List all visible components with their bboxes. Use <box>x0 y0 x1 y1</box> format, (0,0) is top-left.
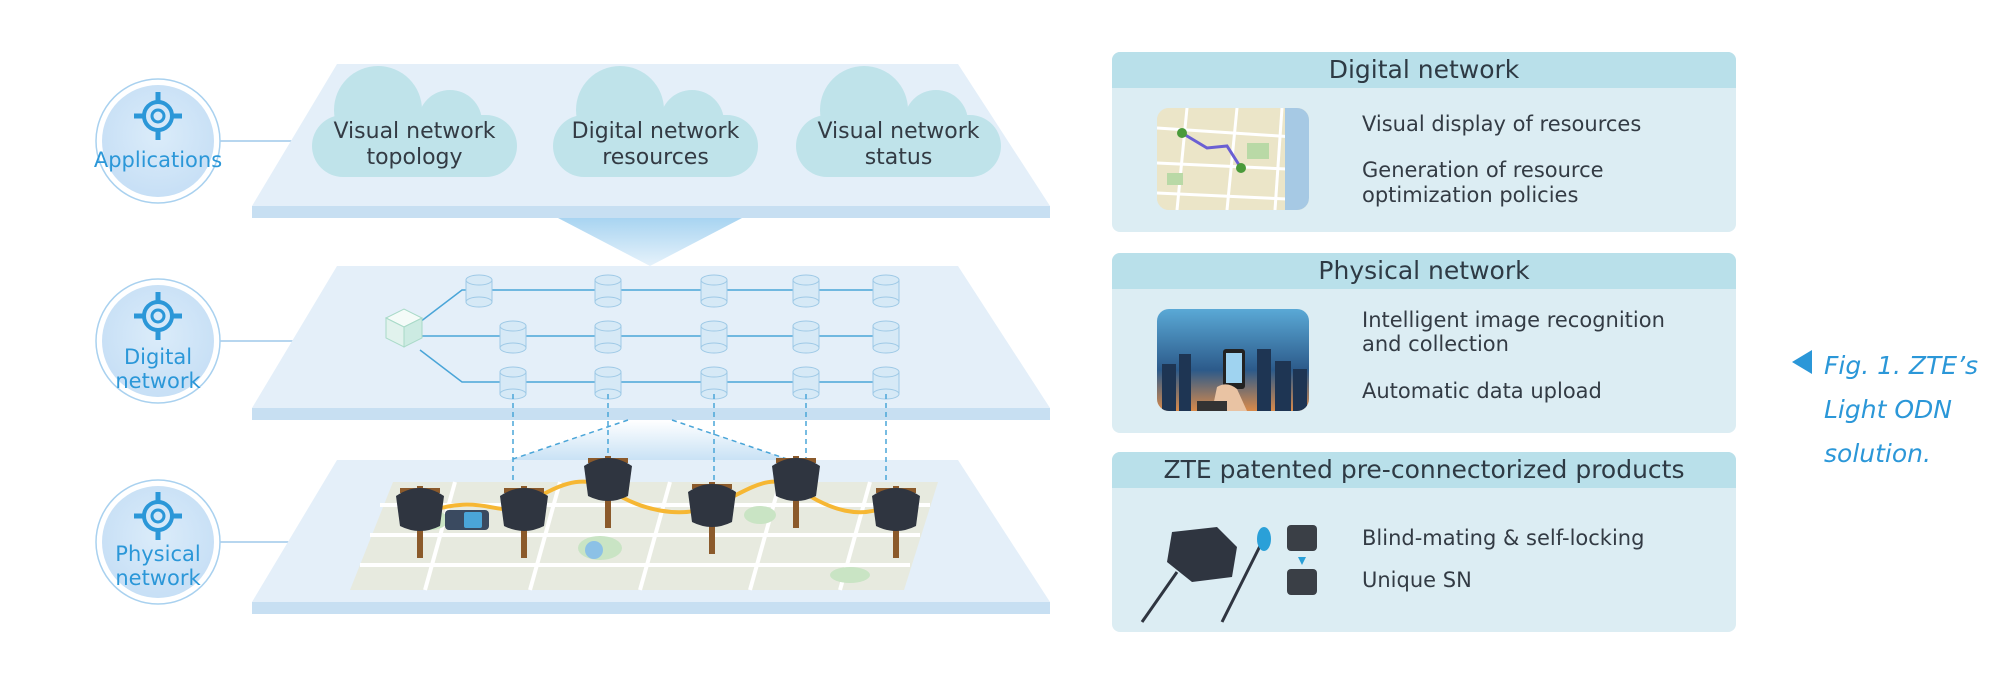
panel-item: and collection <box>1362 332 1509 356</box>
panel-title: Digital network <box>1112 52 1736 88</box>
panel-item: Blind-mating & self-locking <box>1362 526 1645 550</box>
figure-caption: Fig. 1. ZTE’s Light ODN solution. <box>1824 344 1994 476</box>
panel-physical-network: Physical network Intelligent image recog… <box>1112 253 1736 433</box>
digital-label-line1: Digital <box>123 345 193 369</box>
map-thumbnail <box>1157 108 1309 210</box>
digital-layer <box>252 266 1050 420</box>
cloud-label-topology: Visual network topology <box>312 119 517 171</box>
panel-digital-network: Digital network Visual display of resour… <box>1112 52 1736 232</box>
panel-item: Generation of resource <box>1362 158 1604 182</box>
caption-line2: Light ODN <box>1824 395 1952 424</box>
phone-photo-thumbnail <box>1157 309 1309 411</box>
target-icon-digital <box>134 292 182 340</box>
physical-circle <box>95 479 221 605</box>
panel-item: Unique SN <box>1362 568 1472 592</box>
storage-icons <box>465 274 900 400</box>
digital-label-line2: network <box>115 369 201 393</box>
cloud-label-resources: Digital network resources <box>553 119 758 171</box>
panel-title: ZTE patented pre-connectorized products <box>1112 452 1736 488</box>
cloud-label-status: Visual network status <box>796 119 1001 171</box>
target-icon-physical <box>134 492 182 540</box>
cloud-label-line2: resources <box>602 145 709 170</box>
cloud-label-line1: Digital network <box>571 119 740 144</box>
applications-circle <box>95 78 221 204</box>
funnel-top <box>558 218 742 266</box>
cloud-visual-topology <box>312 66 517 177</box>
cube-icon <box>384 308 424 348</box>
panel-title: Physical network <box>1112 253 1736 289</box>
cloud-label-line2: status <box>864 145 933 170</box>
cloud-label-line1: Visual network <box>817 119 980 144</box>
map-image <box>1157 108 1309 210</box>
digital-label: Digital network <box>84 345 232 393</box>
layer-diagram <box>95 64 1050 614</box>
fiber-closure-icons <box>396 456 920 558</box>
caption-line3: solution. <box>1824 439 1931 468</box>
cloud-label-line1: Visual network <box>333 119 496 144</box>
physical-label: Physical network <box>84 542 232 590</box>
cloud-label-line2: topology <box>366 145 463 170</box>
physical-label-line2: network <box>115 566 201 590</box>
applications-label: Applications <box>93 148 223 172</box>
panel-products: ZTE patented pre-connectorized products … <box>1112 452 1736 632</box>
physical-layer <box>252 394 1050 614</box>
panel-item: Intelligent image recognition <box>1362 308 1665 332</box>
panel-item: optimization policies <box>1362 183 1579 207</box>
physical-label-line1: Physical <box>115 542 201 566</box>
panel-item: Visual display of resources <box>1362 112 1642 136</box>
cloud-visual-status <box>796 66 1001 177</box>
cloud-shapes <box>312 66 1001 177</box>
panel-item: Automatic data upload <box>1362 379 1602 403</box>
connector-products-image <box>1140 525 1317 623</box>
digital-circle <box>95 278 221 404</box>
cloud-digital-resources <box>553 66 758 177</box>
caption-line1: Fig. 1. ZTE’s <box>1824 351 1979 380</box>
city-phone-image <box>1157 309 1309 411</box>
target-icon-applications <box>134 92 182 140</box>
caption-arrow-icon <box>1792 350 1812 374</box>
